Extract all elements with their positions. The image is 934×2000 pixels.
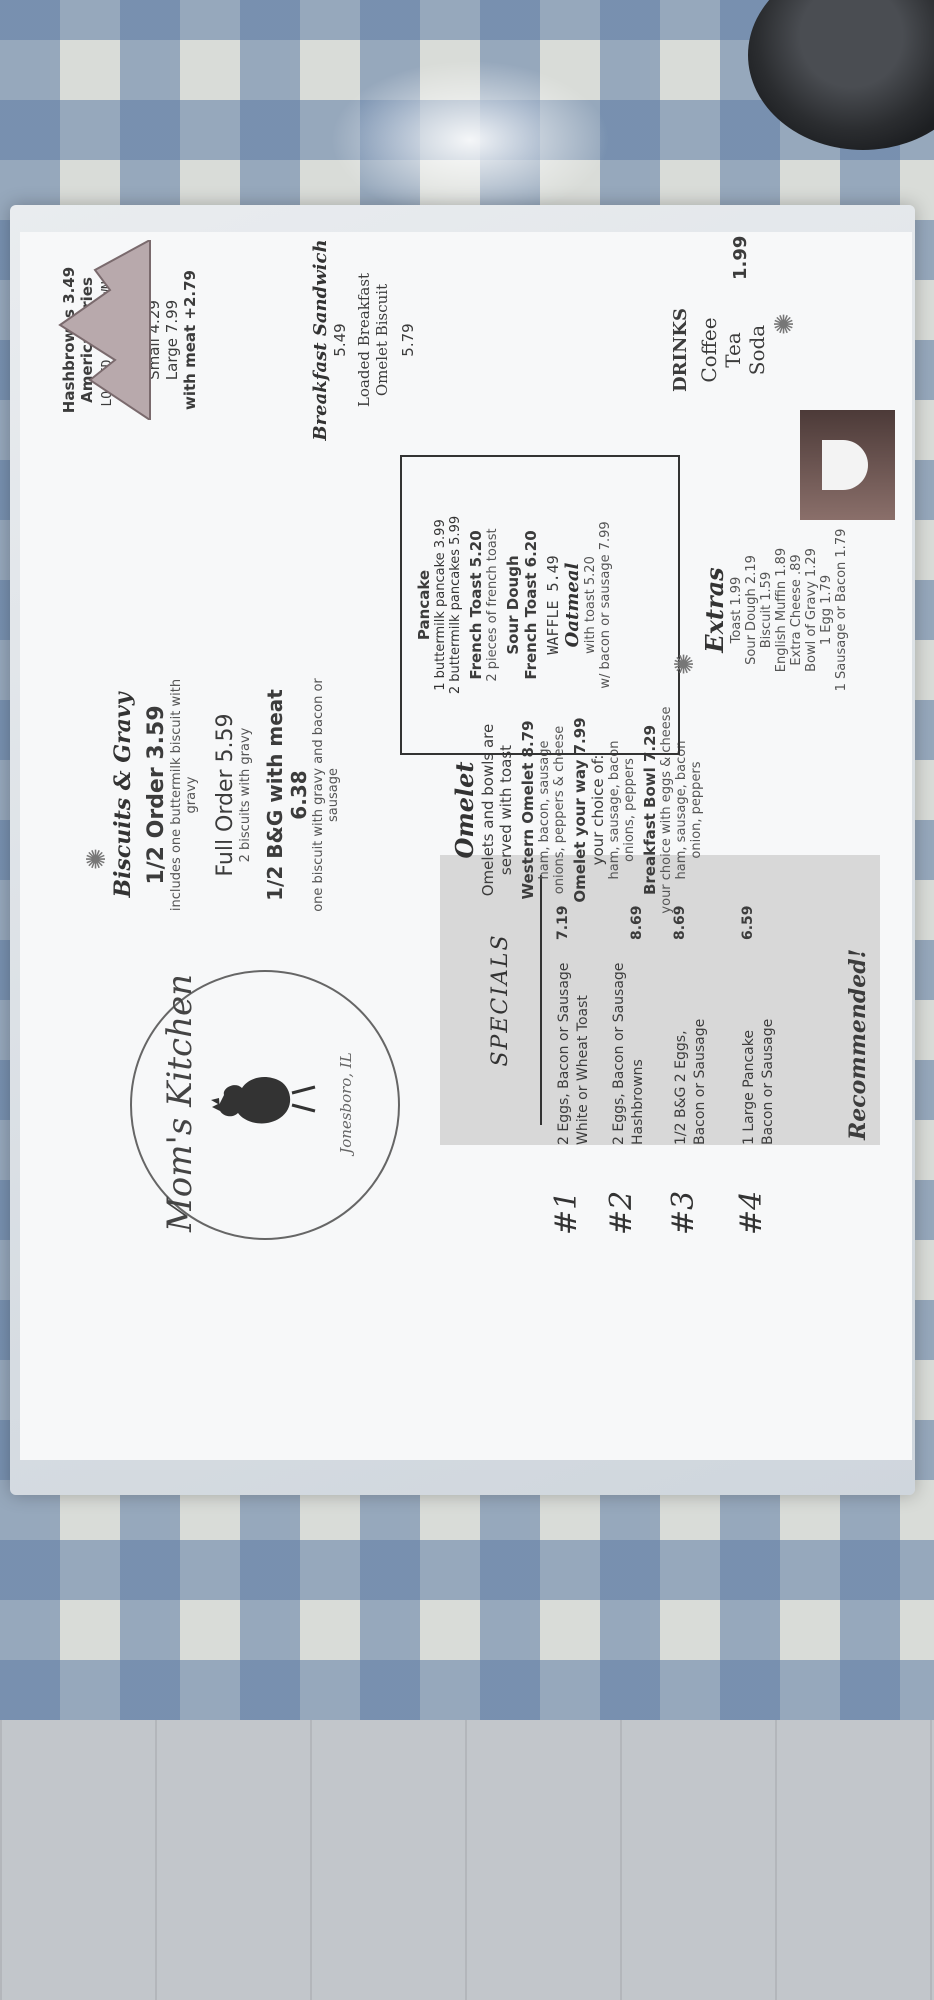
extra-item: English Muffin 1.89	[774, 547, 789, 673]
loaded-large: Large 7.99	[163, 299, 181, 381]
full-order: Full Order 5.59	[213, 713, 238, 877]
menu-sheet: Mom's Kitchen Jonesboro, IL SPECIALS #1 …	[20, 232, 912, 1460]
sunburst-icon: ✺	[82, 848, 112, 870]
drink-item: Tea	[721, 332, 745, 368]
logo-town: Jonesboro, IL	[337, 1052, 355, 1154]
drinks-heading: DRINKS	[670, 307, 691, 393]
floor	[0, 1720, 934, 2000]
sour-dough: Sour Dough	[504, 555, 522, 655]
oatmeal: Oatmeal	[562, 562, 583, 648]
extras-heading: Extras	[700, 567, 729, 653]
french-toast-desc: 2 pieces of french toast	[485, 528, 500, 682]
logo-badge: Mom's Kitchen Jonesboro, IL	[130, 970, 400, 1240]
sandwich-price: 5.49	[331, 323, 349, 357]
pancake-two: 2 buttermilk pancakes 5.99	[448, 515, 463, 695]
oatmeal-toast: with toast 5.20	[583, 556, 598, 654]
extra-item: Sour Dough 2.19	[744, 555, 759, 665]
loaded-meat: with meat +2.79	[181, 270, 199, 410]
coffee-cup-icon	[822, 440, 868, 490]
biscuits-heading: Biscuits & Gravy	[110, 692, 136, 898]
special-line: Bacon or Sausage	[760, 1018, 776, 1145]
sunburst-icon: ✺	[770, 313, 800, 335]
extra-item: Toast 1.99	[729, 576, 744, 644]
biscuit-meat-desc: one biscuit with gravy and bacon or saus…	[311, 678, 341, 912]
logo-title: Mom's Kitchen	[160, 973, 200, 1233]
special-line: 1 Large Pancake	[741, 1030, 757, 1145]
special-number: #1	[549, 1190, 584, 1235]
mountain-illustration	[58, 240, 151, 420]
biscuits-section: Biscuits & Gravy 1/2 Order 3.59 includes…	[110, 670, 341, 920]
omelet-biscuit: Omelet Biscuit	[373, 283, 391, 397]
coffee-photo	[800, 410, 895, 520]
full-order-desc: 2 biscuits with gravy	[238, 727, 253, 863]
special-item: #4 1 Large Pancake Bacon or Sausage 6.59	[734, 785, 778, 1235]
pancake-heading: Pancake	[415, 569, 433, 641]
rooster-icon	[211, 1077, 316, 1124]
special-price: 6.59	[740, 905, 756, 940]
pancake-one: 1 buttermilk pancake 3.99	[433, 519, 448, 691]
drink-item: Soda	[745, 324, 769, 376]
special-number: #3	[666, 1190, 701, 1235]
pancake-section: Pancake 1 buttermilk pancake 3.99 2 butt…	[415, 465, 613, 745]
loaded-breakfast: Loaded Breakfast	[355, 272, 373, 408]
recommended-label: Recommended!	[845, 948, 871, 1140]
extra-item: Biscuit 1.59	[759, 571, 774, 649]
drinks-price: 1.99	[730, 235, 751, 280]
special-number: #4	[734, 1190, 769, 1235]
french-toast: French Toast 5.20	[467, 530, 485, 680]
sunburst-icon: ✺	[670, 653, 700, 675]
drink-item: Coffee	[697, 317, 721, 383]
omelet-biscuit-price: 5.79	[399, 323, 417, 357]
half-order: 1/2 Order 3.59	[144, 705, 169, 885]
menu-paper	[20, 232, 912, 1460]
biscuit-meat: 1/2 B&G with meat 6.38	[263, 689, 311, 901]
light-glare	[330, 60, 610, 220]
oatmeal-meat: w/ bacon or sausage 7.99	[598, 521, 613, 689]
special-number: #2	[604, 1190, 639, 1235]
sandwich-heading: Breakfast Sandwich	[310, 239, 331, 441]
waffle: WAFFLE 5.49	[544, 555, 562, 655]
drinks-section: DRINKS Coffee Tea Soda 1.99	[670, 236, 769, 450]
sour-dough-ft: French Toast 6.20	[522, 530, 540, 680]
sandwich-section: Breakfast Sandwich 5.49 Loaded Breakfast…	[310, 220, 417, 460]
half-order-desc: includes one buttermilk biscuit with gra…	[169, 678, 199, 912]
